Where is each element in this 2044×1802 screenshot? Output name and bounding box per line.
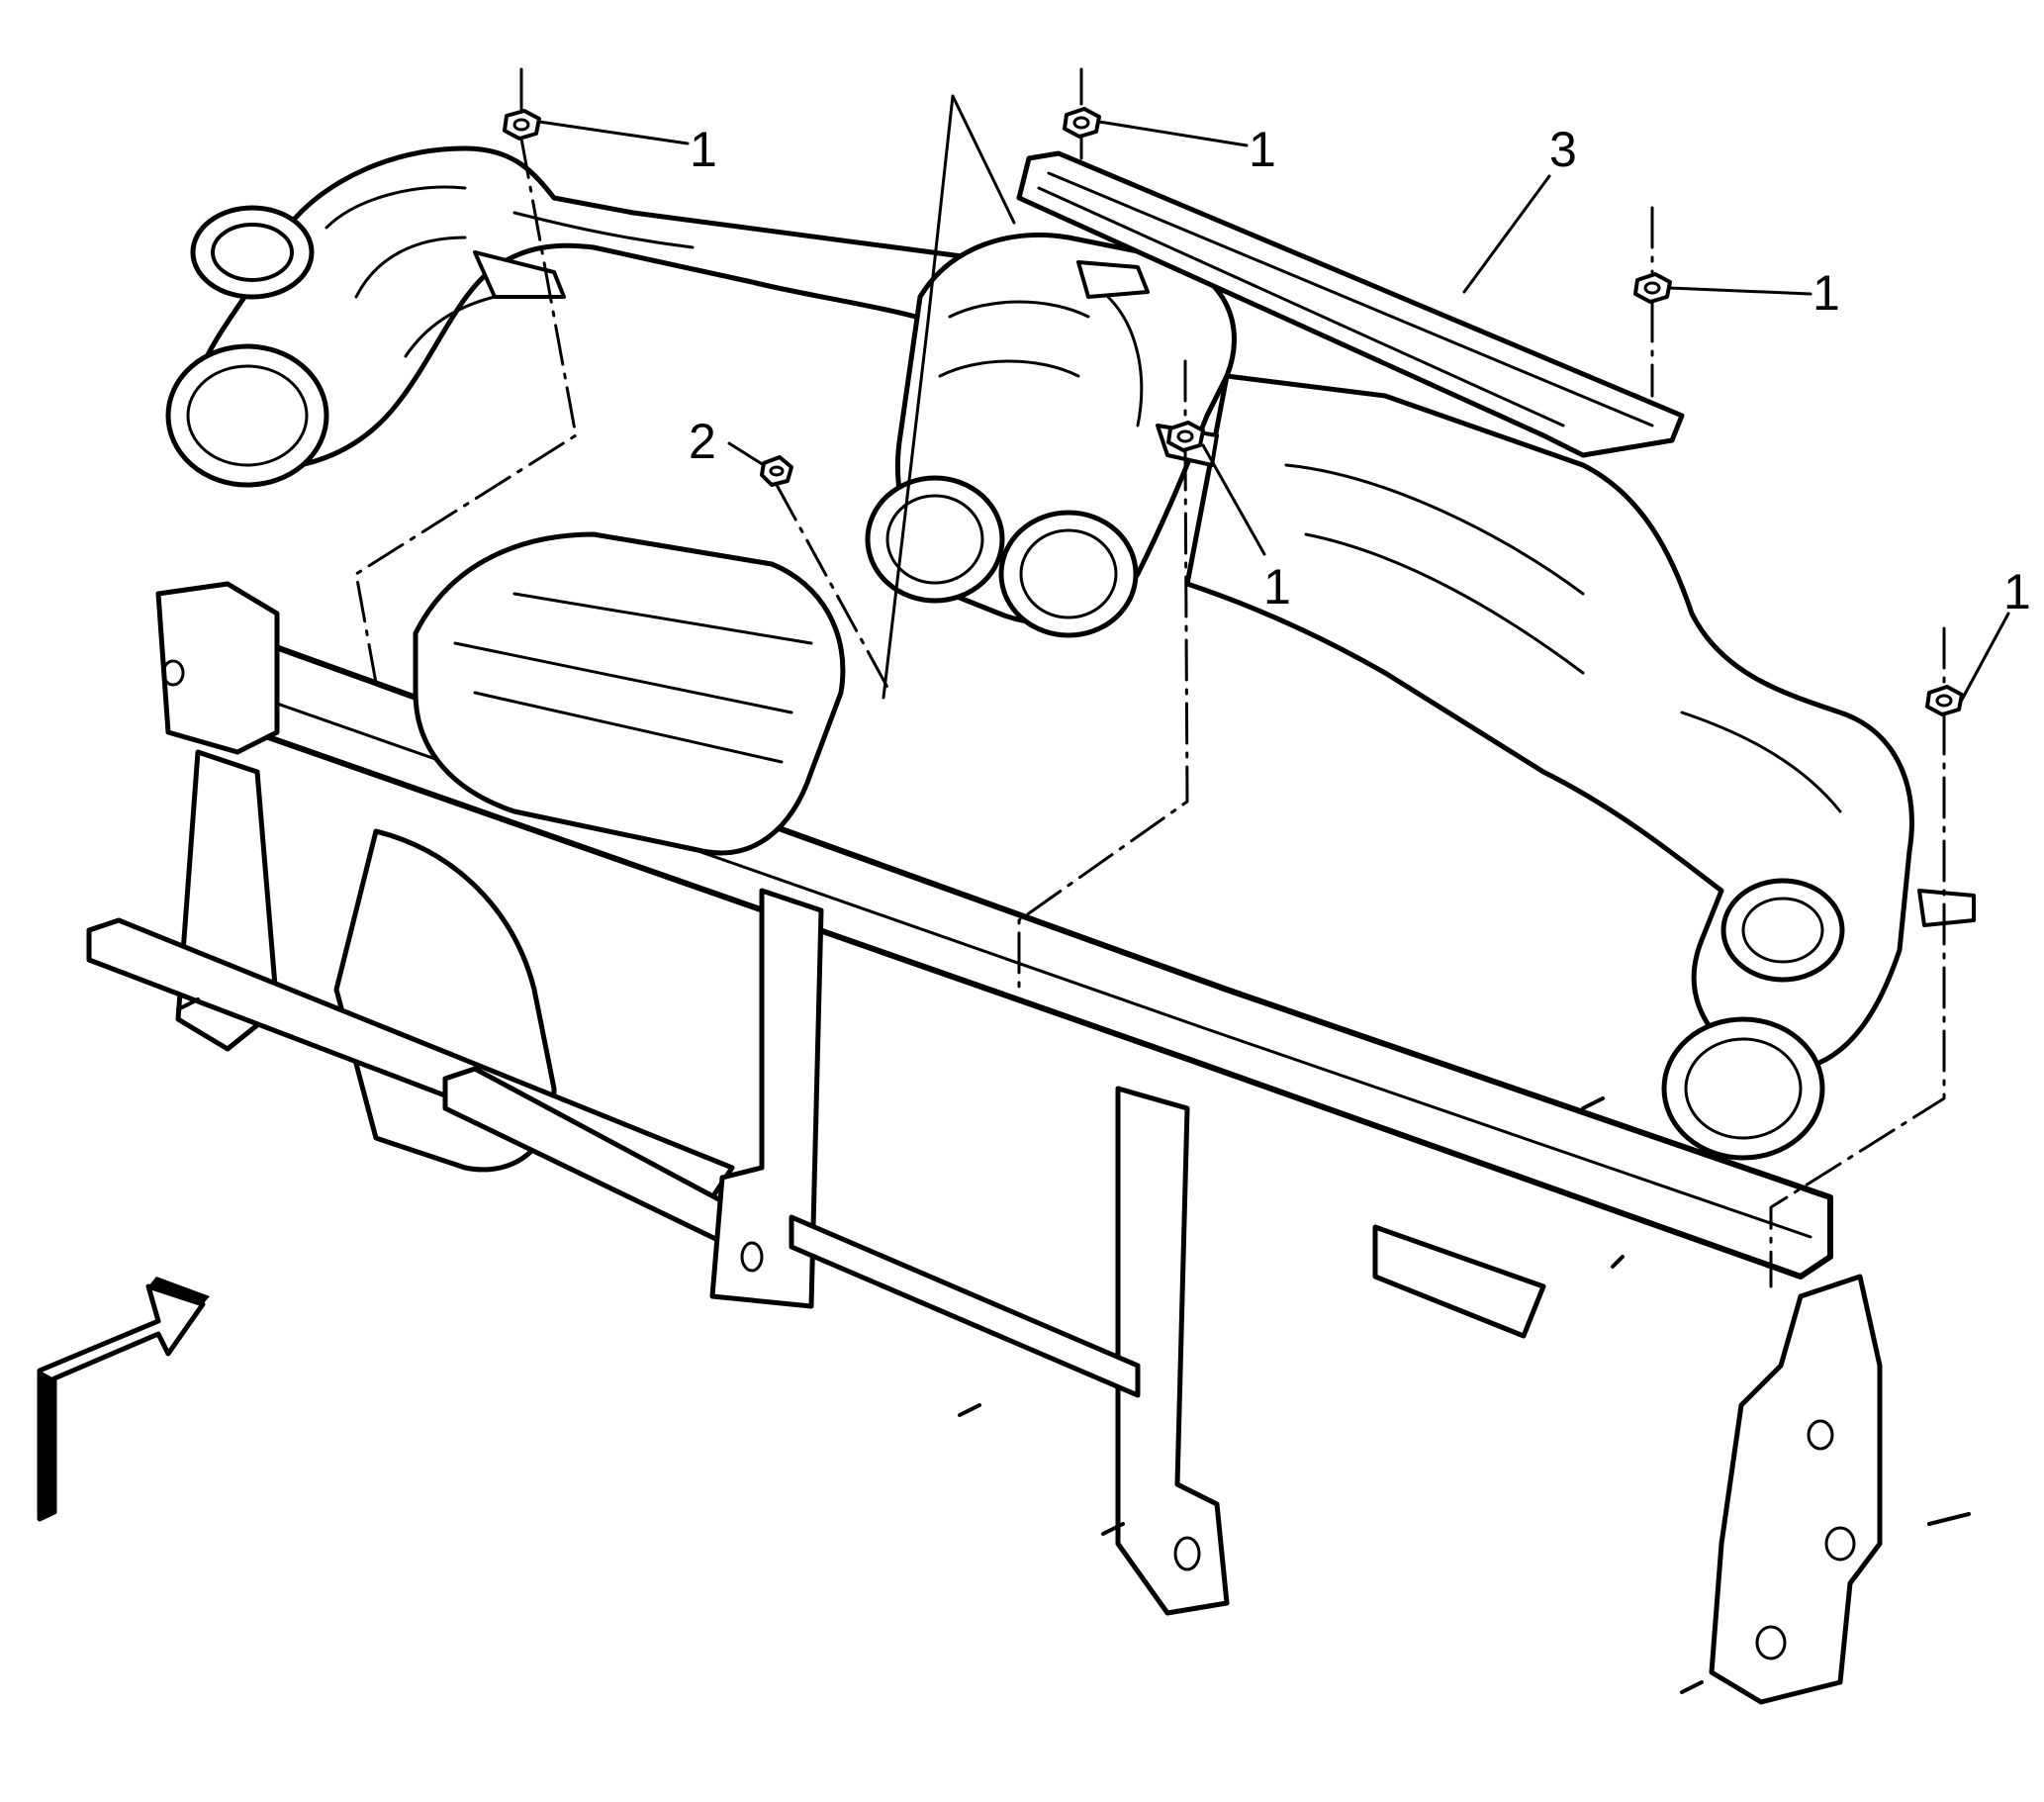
nut-fastener <box>1166 421 1205 452</box>
leader-line <box>727 441 766 467</box>
duct-right-arm <box>1184 373 1914 1072</box>
leader-lines <box>537 94 2010 702</box>
leader-line <box>1668 286 1812 296</box>
alignment-lines <box>354 67 1946 1288</box>
air-distribution-duct-assembly <box>165 145 1976 1161</box>
nut-fastener <box>1063 107 1101 139</box>
nut-fastener <box>1633 272 1672 304</box>
leader-line <box>1462 174 1551 294</box>
callouts: 1 1 3 1 2 1 1 <box>689 122 2031 619</box>
callout-label: 1 <box>1812 265 1840 321</box>
right-end-bracket <box>1709 1274 1883 1705</box>
callout-label: 1 <box>2003 564 2031 619</box>
passenger-airbag-bracket <box>1372 1224 1546 1339</box>
nut-fastener <box>503 109 541 141</box>
duct-outlet-right-upper <box>1720 878 1845 983</box>
instrument-panel-cross-beam <box>86 531 1971 1705</box>
leader-line <box>1097 120 1249 147</box>
steering-column-support <box>413 531 846 856</box>
callout-label: 3 <box>1549 122 1577 177</box>
duct-outlet-left-lower <box>165 343 329 488</box>
nut-fastener <box>1925 685 1964 716</box>
callout-label: 2 <box>689 414 716 469</box>
left-end-bracket <box>155 581 280 755</box>
center-cross-brace <box>789 1214 1141 1398</box>
center-support-left <box>709 888 824 1309</box>
callout-label: 1 <box>1249 122 1276 177</box>
screw-fastener <box>760 455 793 487</box>
view-direction-arrow <box>37 1277 210 1522</box>
leader-line <box>537 120 690 145</box>
leader-line <box>1201 443 1266 556</box>
callout-label: 1 <box>690 122 717 177</box>
fasteners <box>503 107 1964 716</box>
leader-line <box>1960 612 2010 702</box>
callout-label: 1 <box>1263 559 1291 615</box>
leader-line <box>882 94 1016 700</box>
center-support-right <box>1115 1086 1230 1616</box>
